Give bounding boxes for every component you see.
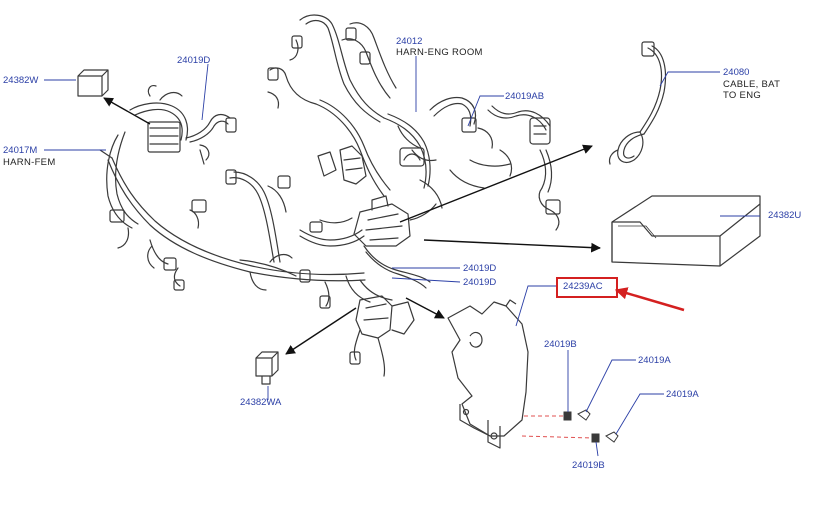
- desc-24017M: HARN-FEM: [3, 157, 56, 168]
- connector-24382WA: [255, 351, 279, 385]
- label-24080[interactable]: 24080: [723, 67, 750, 78]
- leader-lines: [44, 56, 760, 457]
- label-24019D-mid2[interactable]: 24019D: [463, 277, 497, 288]
- label-24382U[interactable]: 24382U: [768, 210, 802, 221]
- label-24017M[interactable]: 24017M: [3, 145, 38, 156]
- connector-24382W: [77, 69, 109, 97]
- highlight-box: [556, 277, 618, 298]
- desc-24080-line1: CABLE, BAT: [723, 79, 781, 90]
- label-24019D-mid1[interactable]: 24019D: [463, 263, 497, 274]
- label-24019A-1[interactable]: 24019A: [638, 355, 671, 366]
- label-24019A-2[interactable]: 24019A: [666, 389, 699, 400]
- bracket-24239AC: [447, 299, 529, 449]
- desc-24080-line2: TO ENG: [723, 90, 762, 101]
- label-24019B-top[interactable]: 24019B: [544, 339, 577, 350]
- label-24019B-bot[interactable]: 24019B: [572, 460, 605, 471]
- engine-room-harness: [239, 14, 561, 377]
- alignment-lines: [521, 415, 593, 439]
- label-24239AC[interactable]: 24239AC: [563, 281, 603, 292]
- label-24019AB[interactable]: 24019AB: [505, 91, 545, 102]
- desc-24012: HARN-ENG ROOM: [396, 47, 483, 58]
- fuse-block-cover: [611, 195, 761, 267]
- label-24382WA[interactable]: 24382WA: [240, 397, 282, 408]
- highlight-arrow: [614, 287, 685, 312]
- fasteners: [563, 409, 619, 443]
- callout-arrows: [103, 97, 601, 355]
- label-24382W[interactable]: 24382W: [3, 75, 39, 86]
- label-24019D-top[interactable]: 24019D: [177, 55, 211, 66]
- label-24012[interactable]: 24012: [396, 36, 423, 47]
- front-harness: [99, 85, 366, 309]
- battery-cable: [608, 41, 667, 165]
